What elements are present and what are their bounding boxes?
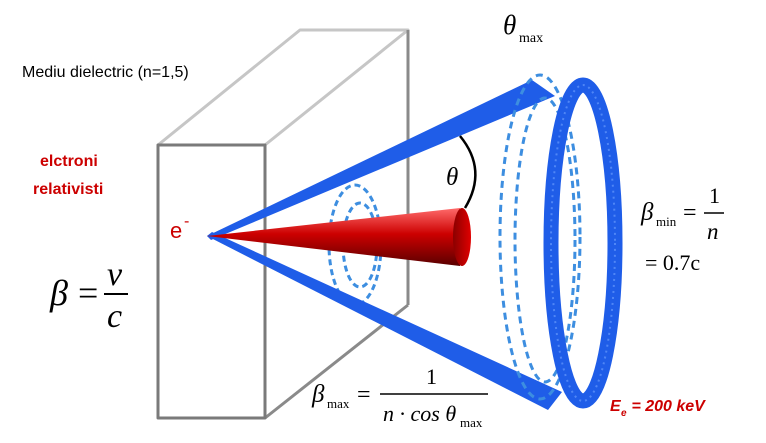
theta-max-label: θ max <box>503 10 543 46</box>
energy-subscript: e <box>621 408 627 419</box>
electron-letter: e <box>170 218 182 243</box>
beta-equals: = <box>78 273 98 313</box>
block-top-face <box>156 28 410 147</box>
beta-min-numerator: 1 <box>709 183 720 208</box>
cherenkov-cone <box>207 80 562 410</box>
theta-angle-arc <box>459 135 477 209</box>
beta-max-subscript: max <box>327 396 350 411</box>
cone-upper-edge <box>207 80 555 240</box>
beta-min-equals: = <box>683 200 697 226</box>
beta-min-symbol: β <box>640 199 654 226</box>
outer-ring-outer <box>498 73 582 401</box>
beta-symbol: β <box>49 273 68 313</box>
electron-charge: - <box>184 213 189 230</box>
beta-numerator: v <box>107 256 123 293</box>
beta-max-equals: = <box>357 382 371 408</box>
cherenkov-ring-texture <box>550 84 616 402</box>
beta-max-symbol: β <box>311 381 325 408</box>
outer-ring-inner <box>513 96 577 384</box>
electron-beam <box>207 208 471 266</box>
theta-label: θ <box>446 164 458 191</box>
energy-symbol: E <box>610 398 622 415</box>
medium-label: Mediu dielectric (n=1,5) <box>22 64 189 81</box>
beta-min-denominator: n <box>707 219 719 244</box>
block-front-face <box>156 143 267 420</box>
beam-body <box>207 208 460 266</box>
beta-max-denominator-subscript: max <box>460 415 483 430</box>
beta-max-formula: β max = 1 n · cos θ max <box>311 364 488 430</box>
electron-symbol: e - <box>170 213 189 243</box>
beta-min-value: = 0.7c <box>645 250 700 275</box>
energy-value: = 200 keV <box>627 398 706 415</box>
beam-cap <box>453 208 471 266</box>
beta-min-subscript: min <box>656 214 677 229</box>
electrons-label-line2: relativisti <box>33 181 103 198</box>
energy-label: E e = 200 keV <box>610 398 706 419</box>
beta-denominator: c <box>107 298 122 335</box>
beta-definition-formula: β = v c <box>49 256 128 335</box>
electrons-label-line1: elctroni <box>40 153 98 170</box>
beta-min-formula: β min = 1 n = 0.7c <box>640 183 724 275</box>
theta-max-symbol: θ <box>503 10 516 40</box>
beta-max-numerator: 1 <box>426 364 437 389</box>
cone-lower-edge <box>207 232 562 410</box>
outer-wavefront-rings <box>498 73 582 401</box>
beta-max-denominator: n · cos θ <box>383 401 456 426</box>
theta-max-subscript: max <box>519 31 543 46</box>
